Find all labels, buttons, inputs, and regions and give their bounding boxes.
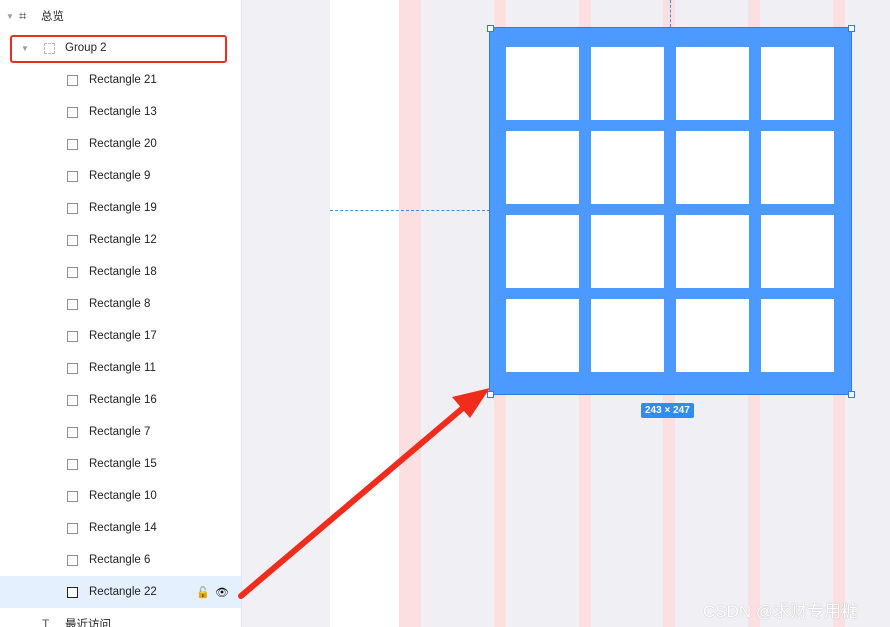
layer-item-row[interactable]: Rectangle 8 [0,288,241,320]
rectangle-icon [67,202,78,214]
layer-label: Rectangle 6 [89,554,151,566]
measure-guide-vertical [670,0,671,27]
layer-item-row[interactable]: Rectangle 6 [0,544,241,576]
rectangle-icon [67,554,78,566]
layer-label: Rectangle 21 [89,74,157,86]
layer-label: 最近访问 [65,619,111,627]
layer-label: Rectangle 12 [89,234,157,246]
layer-label: Rectangle 16 [89,394,157,406]
grid-cell[interactable] [761,131,834,204]
grid-cell[interactable] [591,47,664,120]
layer-item-row[interactable]: Rectangle 21 [0,64,241,96]
canvas-white-column [330,0,400,627]
layers-panel: ▼ ⌗ 总览 ▼ Group 2 Rectangle 21 Rectangle 1… [0,0,242,627]
layer-group-row[interactable]: ▼ Group 2 [0,32,241,64]
rectangle-icon [67,298,78,310]
layer-item-row[interactable]: Rectangle 18 [0,256,241,288]
layer-item-row[interactable]: Rectangle 11 [0,352,241,384]
caret-down-icon[interactable]: ▼ [21,43,29,53]
rectangle-icon [67,490,78,502]
layer-label: Rectangle 13 [89,106,157,118]
grid-cell[interactable] [591,131,664,204]
layer-item-row[interactable]: Rectangle 16 [0,384,241,416]
resize-handle-top-right[interactable] [848,25,855,32]
layer-label: Group 2 [65,42,107,54]
caret-down-icon[interactable]: ▼ [6,11,14,21]
rectangle-icon [67,266,78,278]
layer-item-row[interactable]: Rectangle 15 [0,448,241,480]
measure-guide-horizontal [330,210,490,211]
layer-label: Rectangle 17 [89,330,157,342]
layer-item-row[interactable]: Rectangle 22 🔓 👁 [0,576,241,608]
rectangle-icon [67,74,78,86]
grid-cell[interactable] [676,131,749,204]
layer-text-row[interactable]: T 最近访问 [0,608,241,627]
text-icon: T [42,617,50,627]
rectangle-icon [67,106,78,118]
layer-label: Rectangle 8 [89,298,151,310]
layer-label: Rectangle 9 [89,170,151,182]
layer-item-row[interactable]: Rectangle 17 [0,320,241,352]
grid-cell[interactable] [506,131,579,204]
layer-item-row[interactable]: Rectangle 9 [0,160,241,192]
layer-label: Rectangle 10 [89,490,157,502]
layer-item-row[interactable]: Rectangle 7 [0,416,241,448]
grid-cell[interactable] [761,215,834,288]
grid-cell[interactable] [506,215,579,288]
selected-group[interactable] [489,27,852,395]
rectangle-icon [67,426,78,438]
layer-label: Rectangle 19 [89,202,157,214]
grid-cell[interactable] [676,215,749,288]
layer-label: Rectangle 7 [89,426,151,438]
layer-item-row[interactable]: Rectangle 14 [0,512,241,544]
eye-icon[interactable]: 👁 [215,586,229,599]
layer-label: Rectangle 20 [89,138,157,150]
rectangle-icon [67,522,78,534]
layer-item-row[interactable]: Rectangle 20 [0,128,241,160]
watermark: CSDN @求财专用糖 [703,602,859,621]
layer-frame-row[interactable]: ▼ ⌗ 总览 [0,0,241,32]
layer-label: Rectangle 15 [89,458,157,470]
rectangle-icon [67,330,78,342]
rectangle-icon [67,138,78,150]
grid-cell[interactable] [506,299,579,372]
unlock-icon[interactable]: 🔓 [196,586,210,599]
resize-handle-top-left[interactable] [487,25,494,32]
grid-cell[interactable] [591,215,664,288]
grid-cell[interactable] [591,299,664,372]
layer-item-row[interactable]: Rectangle 19 [0,192,241,224]
group-icon [44,42,55,54]
layer-item-row[interactable]: Rectangle 10 [0,480,241,512]
resize-handle-bottom-left[interactable] [487,391,494,398]
grid-cell[interactable] [676,47,749,120]
rectangle-icon [67,234,78,246]
column-guide [399,0,421,627]
rectangle-icon [67,394,78,406]
grid-cell[interactable] [676,299,749,372]
layer-item-row[interactable]: Rectangle 12 [0,224,241,256]
layer-label: Rectangle 18 [89,266,157,278]
layer-label: Rectangle 11 [89,362,156,374]
rectangle-icon [67,170,78,182]
grid-cell[interactable] [761,299,834,372]
resize-handle-bottom-right[interactable] [848,391,855,398]
frame-icon: ⌗ [19,8,27,23]
rectangle-icon [67,458,78,470]
layer-label: Rectangle 22 [89,586,157,598]
rectangle-icon [67,586,78,598]
grid-cell[interactable] [761,47,834,120]
design-canvas[interactable]: 243 × 247 [242,0,890,627]
rectangle-icon [67,362,78,374]
layer-label: Rectangle 14 [89,522,157,534]
layer-label: 总览 [41,11,64,23]
group-highlight-annotation [10,35,227,63]
layer-item-row[interactable]: Rectangle 13 [0,96,241,128]
selection-size-badge: 243 × 247 [641,403,694,418]
grid-cell[interactable] [506,47,579,120]
